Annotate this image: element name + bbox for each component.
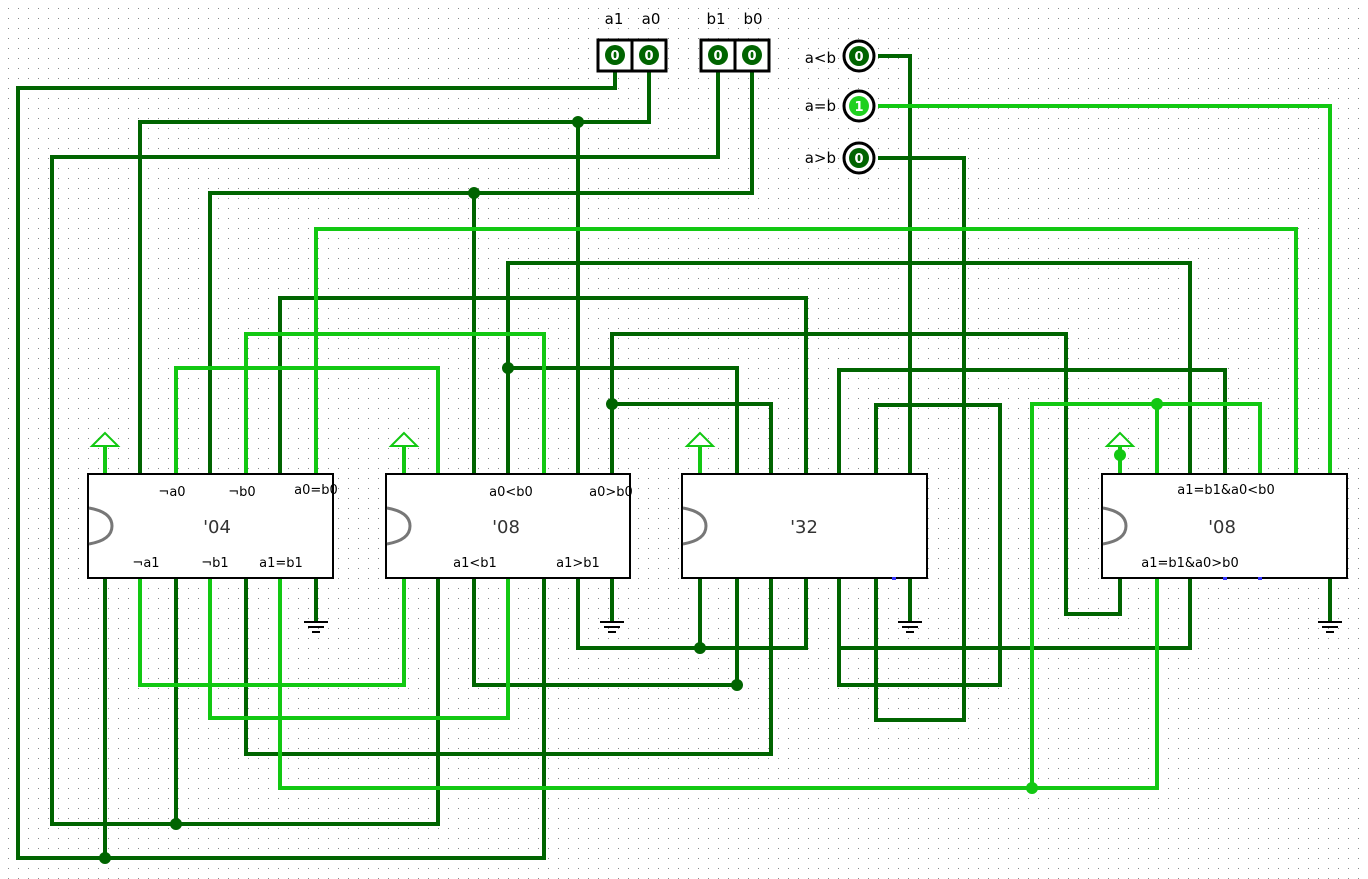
junction-dot xyxy=(1114,449,1126,461)
svg-text:0: 0 xyxy=(747,49,756,64)
chip-title: '04 xyxy=(203,517,231,538)
wires xyxy=(16,54,1332,860)
pin-label: ¬b0 xyxy=(228,485,255,500)
chip-7432[interactable]: '32 xyxy=(681,473,928,580)
input-label-a1: a1 xyxy=(605,10,624,28)
chip-title: '08 xyxy=(1208,517,1236,538)
junction-dot xyxy=(606,398,618,410)
pin-label: a0<b0 xyxy=(489,485,533,500)
wire xyxy=(278,296,808,476)
pin-label: ¬b1 xyxy=(201,556,228,571)
junction-dot xyxy=(1151,398,1163,410)
ground-icon xyxy=(898,621,922,633)
vcc-icon xyxy=(388,431,420,447)
input-pins[interactable]: a1 a0 b1 b0 0 0 0 0 xyxy=(596,10,771,73)
pin-label: a1>b1 xyxy=(556,556,600,571)
junction-dot xyxy=(468,187,480,199)
wire xyxy=(244,332,546,476)
pin-label: a1=b1 xyxy=(259,556,303,571)
chip-7404[interactable]: '04 ¬a0 ¬b0 a0=b0 ¬a1 ¬b1 a1=b1 xyxy=(87,473,338,579)
wire xyxy=(610,332,1122,616)
ground-icon xyxy=(304,621,328,633)
chip-7408-right[interactable]: '08 a1=b1&a0<b0 a1=b1&a0>b0 xyxy=(1101,473,1348,580)
wire xyxy=(878,54,912,476)
input-toggle-b0[interactable]: 0 xyxy=(742,45,762,65)
wire xyxy=(837,403,1002,687)
output-led-eq: 1 xyxy=(842,89,876,123)
input-label-b0: b0 xyxy=(743,10,762,28)
svg-text:0: 0 xyxy=(644,49,653,64)
wire xyxy=(16,68,617,860)
vcc-icon xyxy=(1104,431,1136,447)
wire xyxy=(208,576,510,720)
output-pins: a<b a=b a>b 0 1 0 xyxy=(805,39,876,175)
pin-label: a1<b1 xyxy=(453,556,497,571)
chip-title: '08 xyxy=(492,517,520,538)
input-toggle-b1[interactable]: 0 xyxy=(708,45,728,65)
ground-icon xyxy=(1318,621,1342,633)
input-toggle-a0[interactable]: 0 xyxy=(639,45,659,65)
power-symbols xyxy=(89,431,1136,447)
wire xyxy=(837,576,1192,650)
chip-title: '32 xyxy=(790,517,818,538)
ground-symbols xyxy=(304,621,1342,633)
wire xyxy=(698,576,808,650)
vcc-icon xyxy=(89,431,121,447)
junctions xyxy=(99,116,1163,864)
junction-dot xyxy=(694,642,706,654)
wire xyxy=(138,68,651,476)
pin-label: a0=b0 xyxy=(294,483,338,498)
ground-icon xyxy=(600,621,624,633)
output-label-eq: a=b xyxy=(805,97,836,115)
wire xyxy=(138,576,406,687)
wire xyxy=(244,576,773,756)
svg-text:0: 0 xyxy=(713,49,722,64)
wire xyxy=(50,68,720,826)
junction-dot xyxy=(502,362,514,374)
pin-label: a0>b0 xyxy=(589,485,633,500)
svg-text:1: 1 xyxy=(854,100,863,115)
input-label-a0: a0 xyxy=(642,10,661,28)
wire xyxy=(874,156,966,722)
wire xyxy=(278,576,1159,790)
input-label-b1: b1 xyxy=(706,10,725,28)
wire xyxy=(506,366,739,476)
chip-7408-left[interactable]: '08 a0<b0 a0>b0 a1<b1 a1>b1 xyxy=(385,473,633,579)
wire xyxy=(208,68,754,476)
junction-dot xyxy=(1026,782,1038,794)
wire xyxy=(1155,402,1262,476)
wire xyxy=(472,576,739,687)
input-toggle-a1[interactable]: 0 xyxy=(605,45,625,65)
wire xyxy=(610,402,773,476)
wire xyxy=(837,368,1227,476)
wire xyxy=(314,227,1298,476)
output-led-gt: 0 xyxy=(842,141,876,175)
svg-text:0: 0 xyxy=(854,50,863,65)
output-led-lt: 0 xyxy=(842,39,876,73)
junction-dot xyxy=(572,116,584,128)
output-label-lt: a<b xyxy=(805,49,836,67)
pin-label: a1=b1&a0>b0 xyxy=(1141,556,1238,571)
pin-label: ¬a1 xyxy=(132,556,159,571)
wire xyxy=(1030,402,1159,790)
svg-text:0: 0 xyxy=(854,152,863,167)
wire xyxy=(174,366,440,476)
vcc-icon xyxy=(684,431,716,447)
svg-text:0: 0 xyxy=(610,49,619,64)
junction-dot xyxy=(731,679,743,691)
junction-dot xyxy=(99,852,111,864)
wire xyxy=(878,104,1332,476)
output-label-gt: a>b xyxy=(805,149,836,167)
pin-label: ¬a0 xyxy=(158,485,185,500)
pin-label: a1=b1&a0<b0 xyxy=(1177,483,1274,498)
junction-dot xyxy=(170,818,182,830)
